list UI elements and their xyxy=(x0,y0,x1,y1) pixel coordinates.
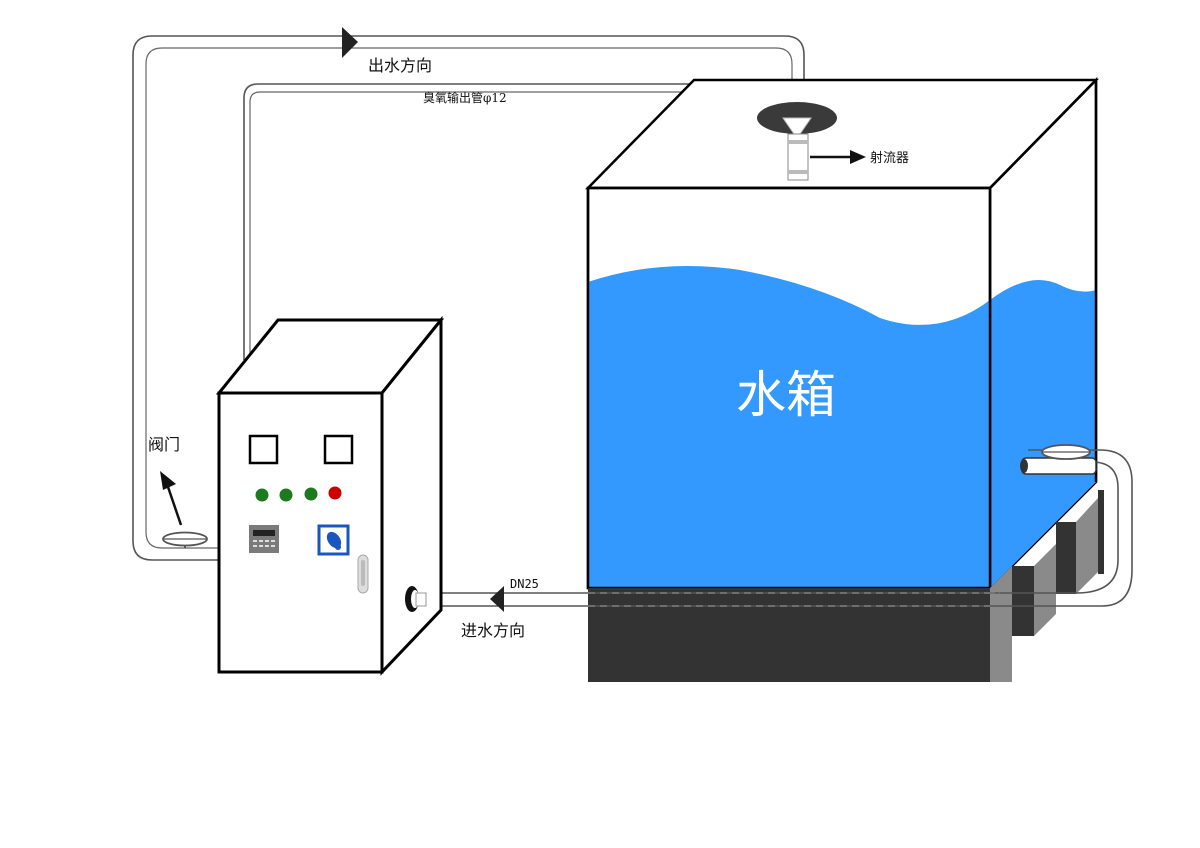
gauge-window-right xyxy=(323,434,354,465)
rotary-switch-icon xyxy=(317,524,350,556)
door-handle-icon xyxy=(357,554,369,594)
indicator-light-icon xyxy=(279,488,293,502)
valve-arrow-icon xyxy=(160,471,183,526)
tank-right-water xyxy=(990,280,1096,588)
outflow-pipe xyxy=(132,35,805,561)
water-tank: 水箱 xyxy=(585,76,1104,682)
indicator-light-icon xyxy=(328,486,342,500)
indicator-light-icon xyxy=(304,487,318,501)
control-cabinet xyxy=(215,315,445,676)
inlet-fitting-icon xyxy=(405,586,427,612)
inflow-arrow-icon xyxy=(490,586,504,612)
inlet-pipe xyxy=(422,449,1133,607)
ozone-pipe-label: 臭氧输出管φ12 xyxy=(423,90,507,105)
meter-display-icon xyxy=(249,525,279,553)
inflow-direction-label: 进水方向 xyxy=(461,621,525,640)
outflow-arrow-icon xyxy=(342,27,358,58)
tank-supports xyxy=(990,490,1104,682)
cabinet-front xyxy=(217,391,384,674)
tank-base xyxy=(588,588,990,682)
ejector-icon xyxy=(757,102,837,181)
indicator-light-icon xyxy=(255,488,269,502)
tank-front-water xyxy=(588,266,990,588)
ejector-label: 射流器 xyxy=(870,150,909,166)
valve-label: 阀门 xyxy=(148,435,180,454)
inlet-size-label: DN25 xyxy=(510,577,539,591)
gauge-window-left xyxy=(248,434,279,465)
ejector-arrow-icon xyxy=(810,150,866,164)
outflow-direction-label: 出水方向 xyxy=(368,56,432,75)
tank-valve-handwheel-icon xyxy=(1041,444,1091,460)
valve-handwheel-icon xyxy=(162,531,208,548)
tank-label: 水箱 xyxy=(736,366,836,424)
